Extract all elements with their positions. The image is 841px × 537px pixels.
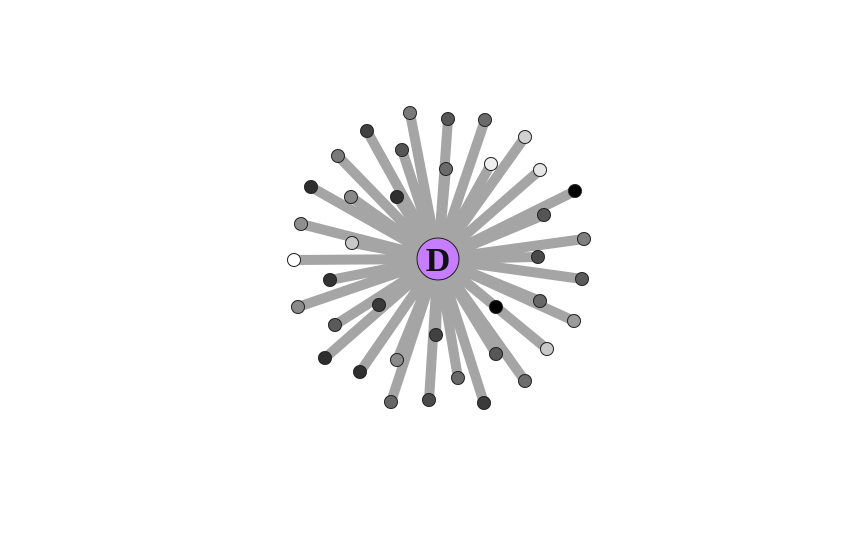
- leaf-node-13: [540, 342, 554, 356]
- leaf-node-26: [328, 318, 342, 332]
- leaf-node-29: [345, 236, 359, 250]
- edge-5: [434, 166, 544, 263]
- center-node-label: D: [426, 242, 451, 279]
- leaf-node-10: [575, 272, 589, 286]
- leaf-node-34: [331, 149, 345, 163]
- center-node: D: [416, 237, 460, 281]
- leaf-node-11: [533, 294, 547, 308]
- edge-12: [435, 254, 577, 326]
- leaf-node-22: [353, 365, 367, 379]
- leaf-node-15: [489, 300, 503, 314]
- leaf-node-9: [531, 250, 545, 264]
- leaf-node-28: [323, 273, 337, 287]
- center-node-circle: [416, 237, 460, 281]
- leaf-node-38: [439, 162, 453, 176]
- leaf-node-18: [451, 371, 465, 385]
- leaf-node-8: [577, 232, 591, 246]
- leaf-node-25: [318, 351, 332, 365]
- leaf-node-32: [344, 190, 358, 204]
- edge-31: [299, 219, 440, 264]
- leaf-node-20: [429, 328, 443, 342]
- leaf-node-3: [478, 113, 492, 127]
- leaf-node-layer: [287, 106, 591, 410]
- edge-10: [437, 254, 583, 284]
- edge-33: [308, 182, 441, 264]
- leaf-node-19: [422, 393, 436, 407]
- leaf-node-17: [477, 396, 491, 410]
- leaf-node-33: [304, 180, 318, 194]
- leaf-node-16: [489, 347, 503, 361]
- leaf-node-2: [441, 112, 455, 126]
- leaf-node-35: [360, 124, 374, 138]
- leaf-node-27: [291, 300, 305, 314]
- leaf-node-30: [287, 253, 301, 267]
- leaf-node-4: [518, 130, 532, 144]
- edge-30: [293, 254, 439, 265]
- leaf-node-12: [567, 314, 581, 328]
- leaf-node-21: [384, 395, 398, 409]
- leaf-node-5: [533, 163, 547, 177]
- leaf-node-6: [568, 184, 582, 198]
- leaf-node-37: [390, 190, 404, 204]
- leaf-node-23: [390, 353, 404, 367]
- leaf-node-24: [372, 298, 386, 312]
- leaf-node-36: [395, 143, 409, 157]
- leaf-node-1: [403, 106, 417, 120]
- leaf-node-39: [484, 157, 498, 171]
- leaf-node-14: [518, 374, 532, 388]
- leaf-node-7: [537, 208, 551, 222]
- leaf-node-31: [294, 217, 308, 231]
